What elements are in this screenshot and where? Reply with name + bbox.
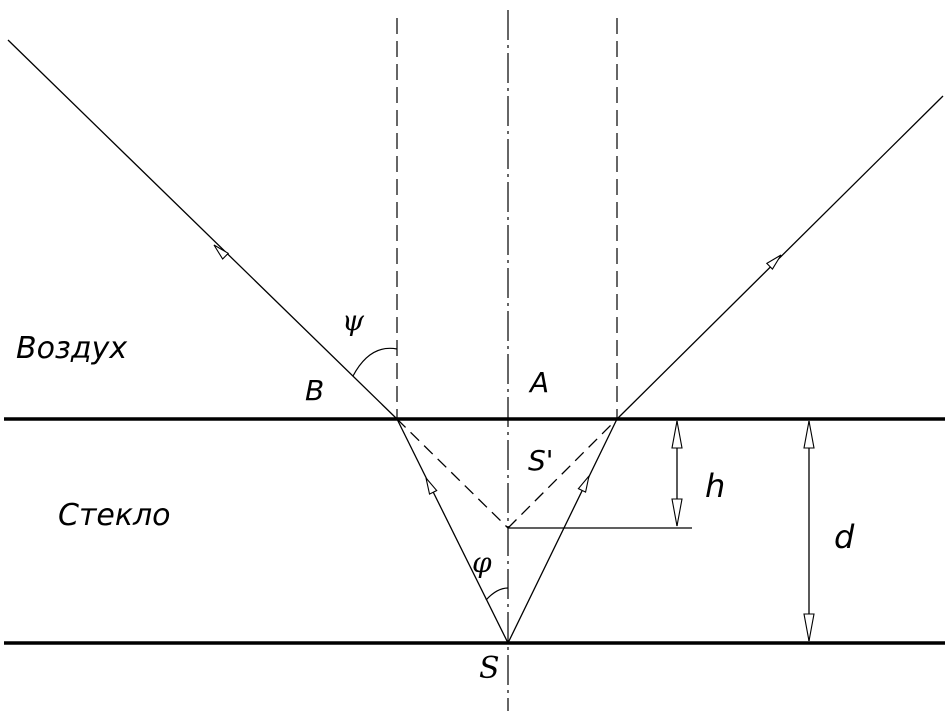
left-ray-air <box>7 39 398 420</box>
d-arrow-top <box>803 420 815 449</box>
h-arrow-bottom <box>671 498 683 527</box>
point-s-label: S <box>479 651 500 686</box>
h-arrow-top <box>671 420 683 449</box>
arrow-left-ray-glass <box>425 477 438 495</box>
h-dimension-label: h <box>705 467 725 505</box>
glass-medium-label: Стекло <box>58 498 171 533</box>
right-ray-glass <box>507 418 618 644</box>
phi-angle-arc <box>485 587 509 601</box>
right-extension-dashed <box>507 418 618 529</box>
arrow-right-ray-air <box>765 254 782 270</box>
phi-angle-label: φ <box>472 546 492 579</box>
arrow-left-ray-air <box>213 244 230 260</box>
psi-angle-arc <box>352 347 398 377</box>
point-b-label: B <box>305 374 324 407</box>
left-extension-dashed <box>396 418 509 529</box>
psi-angle-label: ψ <box>342 304 365 337</box>
d-arrow-bottom <box>803 613 815 642</box>
d-dimension-label: d <box>834 518 855 556</box>
arrow-right-ray-glass <box>577 475 590 493</box>
left-ray-glass <box>396 418 509 644</box>
air-medium-label: Воздух <box>16 331 127 366</box>
point-a-label: A <box>528 366 549 399</box>
point-s-image-label: S' <box>528 444 553 477</box>
